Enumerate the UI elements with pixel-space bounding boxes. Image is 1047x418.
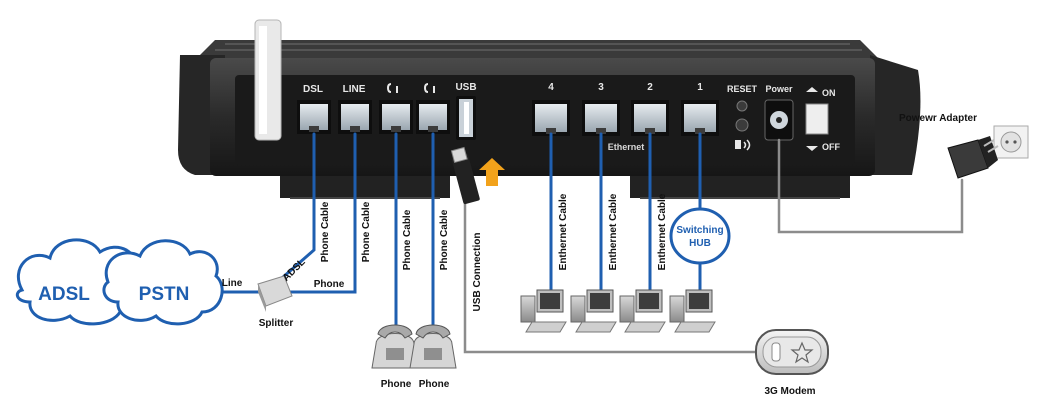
port-label-lan4: 4 <box>548 82 554 93</box>
3g-modem <box>756 330 828 374</box>
phone-label: Phone <box>314 279 345 290</box>
ethernet-cable-label-1: Enthernet Cable <box>558 193 569 270</box>
port-label-lan2: 2 <box>647 82 653 93</box>
port-label-dsl: DSL <box>303 84 323 95</box>
adsl-cable-label: ADSL <box>281 257 308 284</box>
port-label-line: LINE <box>343 84 366 95</box>
ethernet-cable-label-2: Enthernet Cable <box>608 193 619 270</box>
phone-cable-label-4: Phone Cable <box>439 209 450 270</box>
3g-modem-label: 3G Modem <box>764 386 815 397</box>
computer-2 <box>571 290 616 332</box>
ethernet-port-1 <box>681 100 719 136</box>
port-label-lan3: 3 <box>598 82 604 93</box>
port-label-usb: USB <box>455 82 476 93</box>
ethernet-port-4 <box>532 100 570 136</box>
power-label: Power <box>765 84 793 94</box>
router: DSL LINE USB 4 3 2 1 RESET Power ON OFF … <box>178 20 920 198</box>
phone-port-2 <box>416 100 450 134</box>
phone-cable-label-3: Phone Cable <box>402 209 413 270</box>
pstn-cloud: PSTN <box>104 241 222 324</box>
ethernet-cable-label-3: Enthernet Cable <box>657 193 668 270</box>
power-jack <box>765 100 793 140</box>
telephone-2 <box>410 325 456 368</box>
phone-label-2: Phone <box>419 379 450 390</box>
antenna <box>255 20 281 140</box>
phone-port-1 <box>379 100 413 134</box>
wps-button <box>736 119 748 131</box>
splitter-label: Splitter <box>259 318 294 329</box>
dsl-port <box>297 100 331 134</box>
switching-hub-label-line1: Switching <box>676 225 723 236</box>
adsl-cloud-label: ADSL <box>38 284 90 305</box>
computer-4 <box>670 290 715 332</box>
power-adapter-label: Powewr Adapter <box>899 113 977 124</box>
computer-3 <box>620 290 665 332</box>
phone-cable-label-1: Phone Cable <box>320 201 331 262</box>
router-foot <box>280 176 450 198</box>
antenna-highlight <box>259 26 267 134</box>
wall-outlet <box>994 126 1028 158</box>
usb-port <box>456 96 476 140</box>
usb-connection-label: USB Connection <box>472 233 483 312</box>
port-label-lan1: 1 <box>697 82 703 93</box>
switch-on-label: ON <box>822 88 836 98</box>
ethernet-port-2 <box>631 100 669 136</box>
pstn-cloud-label: PSTN <box>139 284 190 305</box>
phone-label-1: Phone <box>381 379 412 390</box>
line-label: Line <box>222 278 243 289</box>
reset-label: RESET <box>727 84 758 94</box>
reset-button <box>737 101 747 111</box>
ethernet-port-3 <box>582 100 620 136</box>
switching-hub-label-line2: HUB <box>689 238 711 249</box>
phone-cable-label-2: Phone Cable <box>361 201 372 262</box>
power-adapter <box>948 136 998 178</box>
switching-hub: Switching HUB <box>671 209 729 263</box>
ethernet-label: Ethernet <box>608 142 645 152</box>
computer-1 <box>521 290 566 332</box>
line-port <box>338 100 372 134</box>
switch-off-label: OFF <box>822 142 840 152</box>
